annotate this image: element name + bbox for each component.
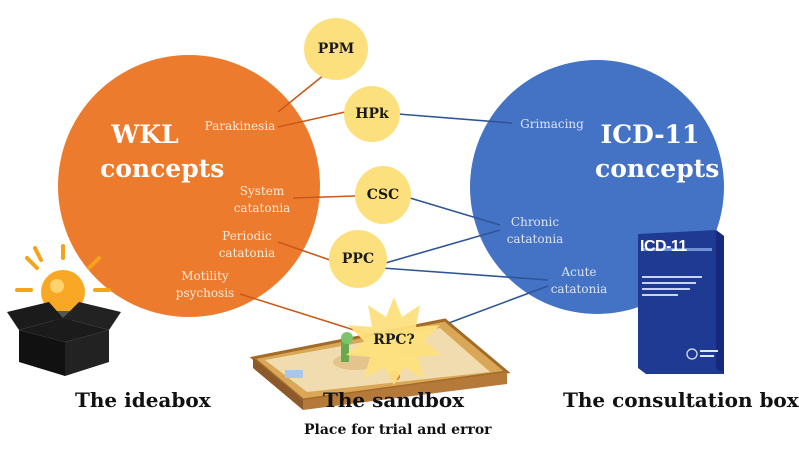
label-system-line1: System (239, 184, 285, 198)
label-periodic-line1: Periodic (222, 229, 272, 243)
icd-title-line2: concepts (595, 154, 720, 183)
node-rpc: RPC? (373, 332, 415, 348)
sand-toy-shovel (341, 340, 349, 362)
icd-title: ICD-11 concepts (595, 118, 720, 186)
label-chronic-line2: catatonia (506, 232, 564, 246)
connector-periodic-ppc (277, 241, 331, 261)
connector-ppc-acute (381, 267, 549, 281)
label-chronic-line1: Chronic (510, 215, 560, 229)
node-ppc: PPC (329, 230, 387, 288)
icd-title-line1: ICD-11 (600, 120, 700, 149)
connector-hpk-grimacing (397, 113, 513, 124)
label-system-line2: catatonia (233, 201, 291, 215)
caption-sandbox: The sandbox (323, 388, 465, 412)
connector-system-csc (292, 195, 356, 199)
icd11-book-icon (638, 230, 724, 374)
node-ppm: PPM (304, 18, 368, 80)
label-motility-line2: psychosis (175, 286, 235, 300)
node-csc: CSC (355, 166, 411, 224)
label-grimacing: Grimacing (520, 117, 584, 131)
caption-ideabox: The ideabox (75, 388, 211, 412)
wkl-circle (58, 55, 320, 317)
caption-consultation: The consultation box (563, 388, 799, 412)
label-acute-line2: catatonia (550, 282, 608, 296)
label-periodic-catatonia: Periodic catatonia (213, 228, 281, 262)
lightbulb-box-icon (7, 244, 121, 376)
label-periodic-line2: catatonia (218, 246, 276, 260)
label-acute-line1: Acute (561, 265, 597, 279)
label-parakinesia: Parakinesia (204, 119, 276, 133)
wkl-title-line2: concepts (100, 154, 225, 183)
label-system-catatonia: System catatonia (228, 183, 296, 217)
caption-sandbox-subtitle: Place for trial and error (304, 422, 492, 438)
connector-csc-chronic (409, 197, 501, 226)
label-acute-catatonia: Acute catatonia (544, 264, 614, 298)
connector-parakinesia-hpk (277, 111, 346, 128)
label-motility-psychosis: Motility psychosis (170, 268, 240, 302)
label-chronic-catatonia: Chronic catatonia (500, 214, 570, 248)
node-rpc-burst (346, 297, 442, 385)
connector-motility-rpc (239, 293, 371, 336)
wkl-title: WKL concepts (100, 118, 225, 186)
label-motility-line1: Motility (181, 269, 229, 283)
connector-ppc-chronic (381, 229, 501, 265)
book-title: ICD-11 (640, 238, 687, 255)
node-hpk: HPk (344, 86, 400, 142)
wkl-title-line1: WKL (111, 120, 179, 149)
